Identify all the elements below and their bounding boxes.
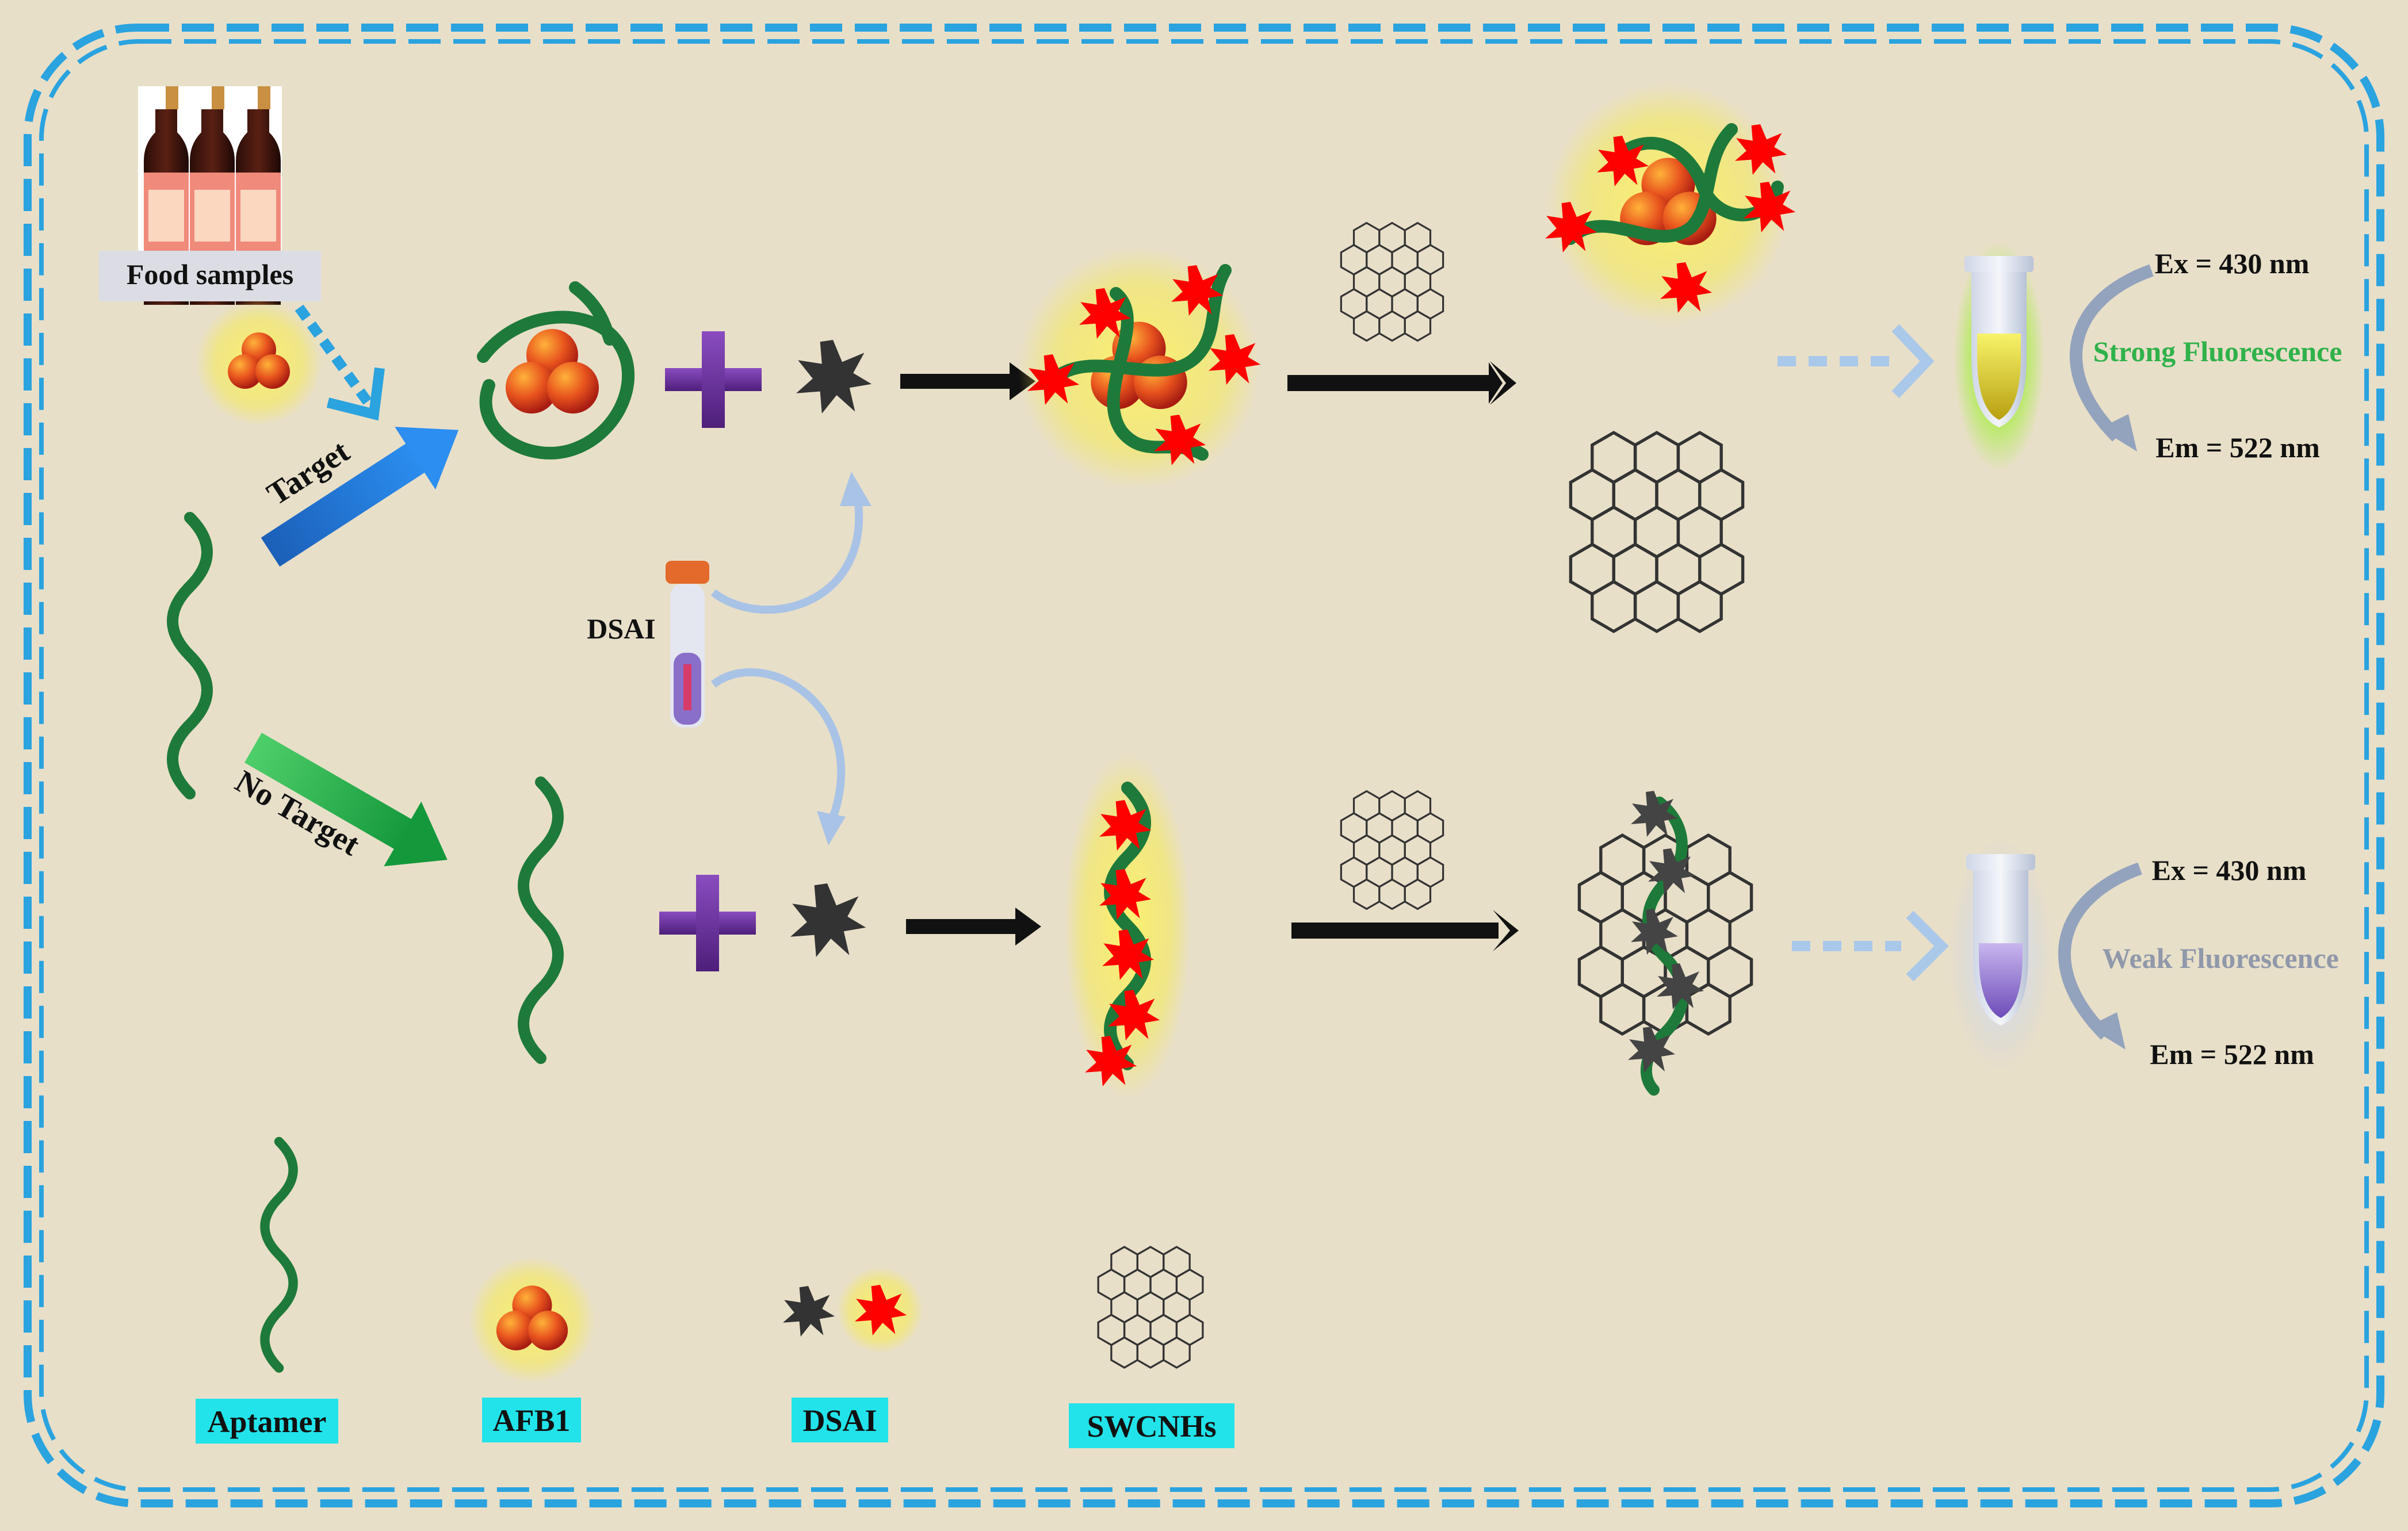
legend-dsai-label: DSAI <box>802 1403 877 1438</box>
vial-curve-up <box>710 493 863 614</box>
legend-swcnhs-label: SWCNHs <box>1087 1409 1216 1444</box>
legend-swcnhs-box <box>1069 1403 1234 1448</box>
legend-dsai-icon <box>783 1267 923 1353</box>
afb1-target-icon <box>196 299 322 426</box>
ex-arrow-bottom <box>2058 862 2142 1040</box>
ex-label-bottom: Ex = 430 nm <box>2152 854 2307 886</box>
ex-label-top: Ex = 430 nm <box>2155 247 2310 280</box>
arrow-bottom-2 <box>1291 910 1519 951</box>
legend-dsai-box <box>792 1398 888 1442</box>
vial-curve-down <box>710 668 846 824</box>
legend-afb1-box <box>482 1398 581 1442</box>
legend-afb1-label: AFB1 <box>493 1403 571 1438</box>
vial-curve-down-head <box>817 811 846 845</box>
no-target-arrow <box>244 733 448 867</box>
adsorbed-complex-bottom <box>1579 791 1751 1096</box>
target-arrow <box>261 427 459 567</box>
dotted-arrow-bottom <box>1792 910 1949 982</box>
food-samples-label: Food samples <box>127 258 293 290</box>
arrow-bottom-1 <box>906 908 1041 946</box>
food-samples-label-box <box>99 251 321 301</box>
dashed-frame-outer <box>24 24 2384 1507</box>
dsai-vial-icon <box>666 561 709 728</box>
aptamer-dsai-complex-bottom <box>1064 753 1191 1099</box>
released-complex-top <box>1545 83 1796 325</box>
plus-icon-top <box>665 331 762 428</box>
tube-weak-icon <box>1949 840 2052 1070</box>
legend-aptamer-box <box>196 1399 338 1444</box>
strong-fluorescence-label: Strong Fluorescence <box>2093 335 2342 368</box>
plus-icon-bottom <box>659 875 756 971</box>
legend-aptamer-label: Aptamer <box>208 1404 327 1439</box>
dsai-vial-label: DSAI <box>587 613 655 645</box>
vial-curve-up-head <box>840 472 872 506</box>
aptamer-afb1-dsai-complex-top <box>1018 247 1261 489</box>
em-label-bottom: Em = 522 nm <box>2150 1038 2314 1070</box>
em-label-top: Em = 522 nm <box>2155 431 2319 464</box>
sample-arrowhead <box>326 367 385 421</box>
dashed-frame-inner <box>39 39 2369 1492</box>
dotted-arrow-top <box>1778 324 1935 399</box>
arrow-top-2 <box>1287 361 1516 405</box>
ex-arrowhead-bottom <box>2088 1012 2126 1050</box>
aptamer-afb1-complex <box>477 281 635 460</box>
weak-fluorescence-label: Weak Fluorescence <box>2102 942 2339 974</box>
ex-arrowhead-top <box>2100 414 2137 451</box>
tube-strong-icon <box>1953 242 2045 472</box>
ex-arrow-top <box>2069 264 2154 442</box>
legend-afb1-icon <box>469 1257 595 1383</box>
